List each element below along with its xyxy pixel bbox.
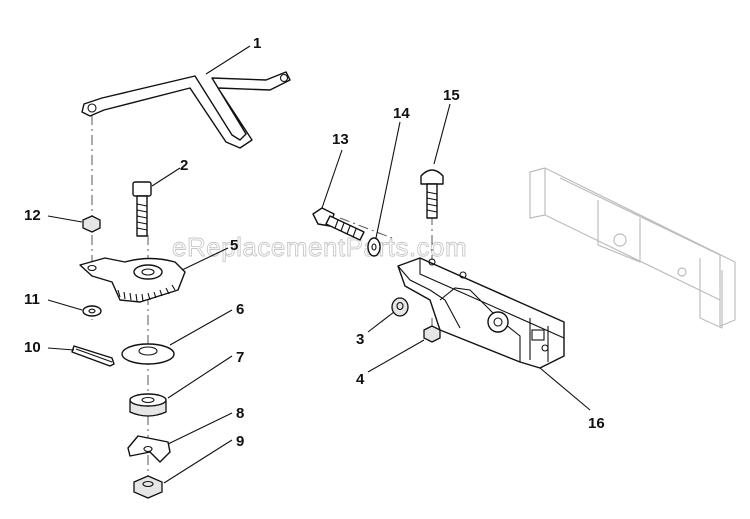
part-8-clip xyxy=(127,435,171,463)
part-16-bracket xyxy=(397,257,565,369)
callout-15: 15 xyxy=(443,87,460,104)
watermark-text: eReplacementParts.com xyxy=(172,232,467,262)
part-15-carriage-bolt xyxy=(420,169,444,219)
callout-13: 13 xyxy=(332,131,349,148)
part-7-spacer xyxy=(129,393,167,417)
part-6-flat-washer xyxy=(121,343,175,365)
part-9-nut xyxy=(133,475,163,499)
callout-8: 8 xyxy=(236,405,244,422)
part-12-nut xyxy=(82,215,101,233)
part-5-gear-plate xyxy=(79,257,186,303)
callout-5: 5 xyxy=(230,237,238,254)
callout-11: 11 xyxy=(24,291,40,308)
part-2-bolt xyxy=(132,181,152,237)
callout-4: 4 xyxy=(356,371,365,388)
callout-6: 6 xyxy=(236,301,244,318)
callout-3: 3 xyxy=(356,331,364,348)
callout-14: 14 xyxy=(393,105,410,122)
part-4-nut xyxy=(423,325,441,343)
part-14-washer xyxy=(367,237,381,257)
callout-12: 12 xyxy=(24,207,41,224)
leader-lines xyxy=(47,45,591,484)
callout-10: 10 xyxy=(24,339,41,356)
part-13-bolt xyxy=(312,207,365,241)
part-11-washer xyxy=(82,305,102,317)
part-3-spacer xyxy=(391,297,409,317)
callout-16: 16 xyxy=(588,415,605,432)
frame-outline-ghost xyxy=(529,167,736,329)
centerlines xyxy=(91,115,433,490)
callout-labels: 1 2 3 4 5 6 7 8 9 10 11 12 13 14 15 16 xyxy=(24,35,605,450)
callout-1: 1 xyxy=(253,35,261,52)
callout-7: 7 xyxy=(236,349,244,366)
part-10-cotter-pin xyxy=(71,345,115,367)
callout-2: 2 xyxy=(180,157,188,174)
callout-9: 9 xyxy=(236,433,244,450)
part-1-shift-rod xyxy=(81,71,291,149)
